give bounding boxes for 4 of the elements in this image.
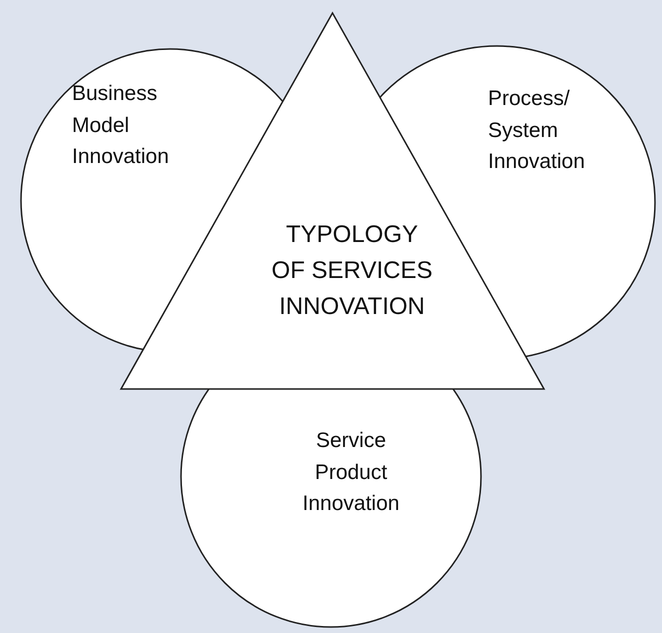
node-label: Business Model Innovation [72,81,170,170]
title-label: TYPOLOGY OF SERVICES INNOVATION [270,220,434,322]
node-label: Process/ System Innovation [488,86,586,175]
node-label: Service Product Innovation [302,428,400,517]
